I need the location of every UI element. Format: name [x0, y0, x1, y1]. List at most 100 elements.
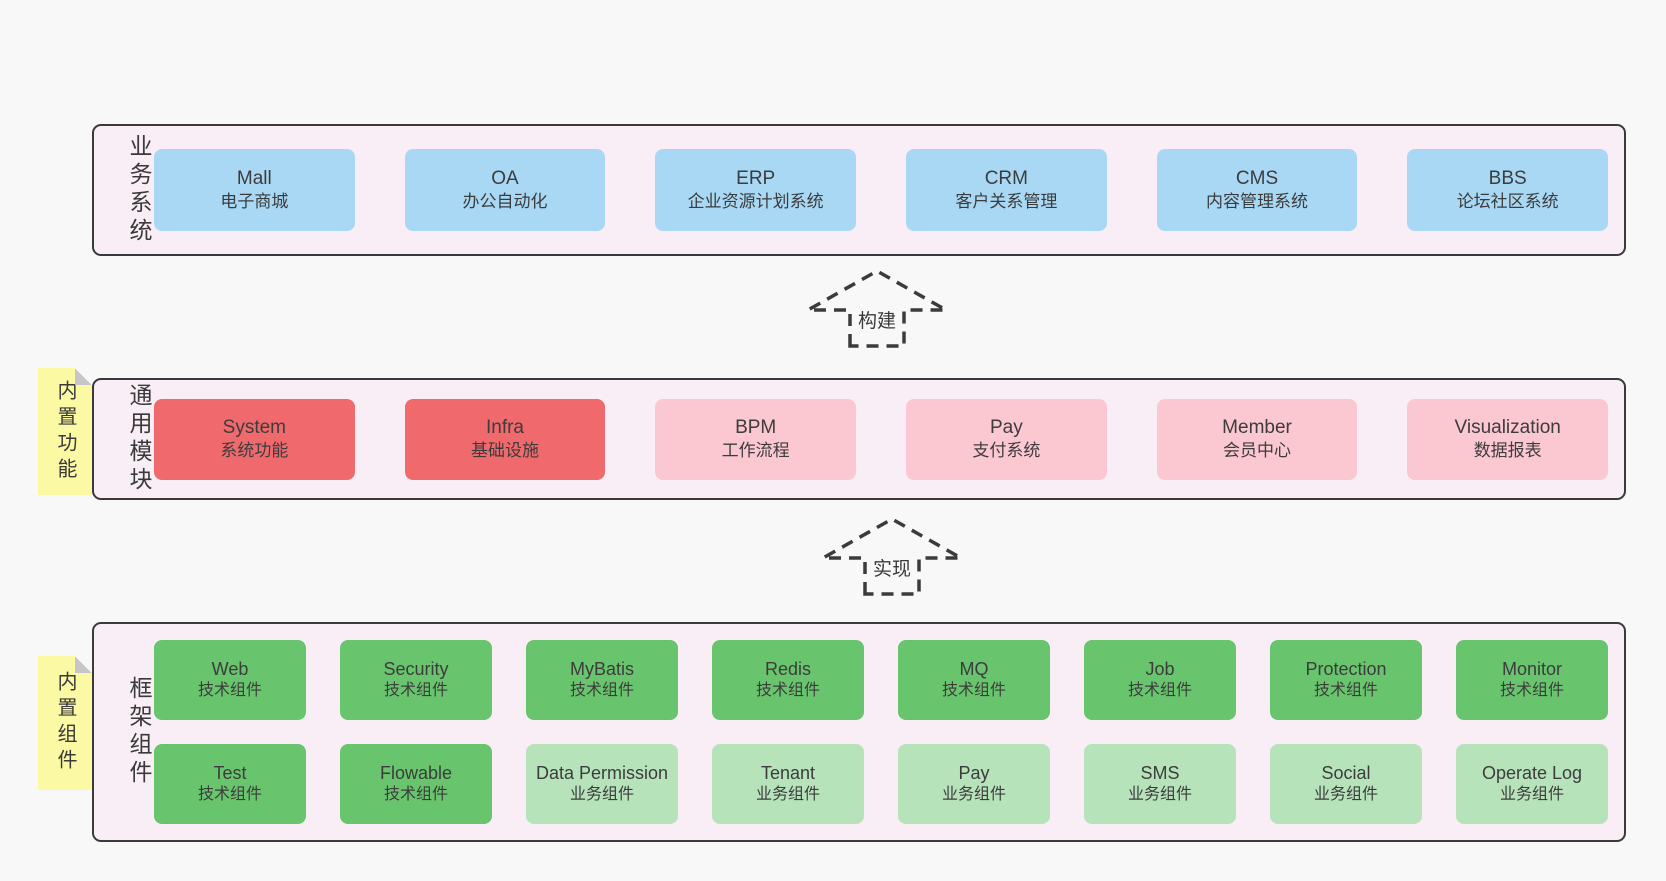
box-sms: SMS 业务组件: [1084, 744, 1236, 824]
box-redis: Redis 技术组件: [712, 640, 864, 720]
build-arrow-label: 构建: [854, 306, 900, 333]
folded-corner: [75, 368, 92, 385]
box-title: Data Permission: [535, 763, 669, 784]
box-mall: Mall 电子商城: [154, 149, 355, 231]
box-title: Tenant: [760, 763, 816, 784]
box-title: Redis: [764, 659, 812, 680]
panel-common-modules: 通用模块 System 系统功能 Infra 基础设施 BPM 工作流程 Pay…: [92, 378, 1626, 500]
box-pay: Pay 支付系统: [906, 398, 1107, 480]
implement-arrow-label: 实现: [869, 554, 915, 581]
sticky-note-label: 内置功能: [54, 379, 76, 484]
box-subtitle: 企业资源计划系统: [687, 192, 824, 212]
box-subtitle: 基础设施: [471, 441, 539, 461]
box-title: MyBatis: [569, 659, 634, 680]
box-subtitle: 技术组件: [941, 682, 1006, 700]
box-title: ERP: [736, 167, 776, 189]
panel-framework-components: 框架组件 Web 技术组件 Security 技术组件 MyBatis 技术组件…: [92, 622, 1626, 842]
box-title: Social: [1321, 763, 1371, 784]
common-modules-row: System 系统功能 Infra 基础设施 BPM 工作流程 Pay 支付系统…: [154, 380, 1609, 498]
box-title: Pay: [989, 416, 1023, 438]
box-protection: Protection 技术组件: [1270, 640, 1422, 720]
implement-arrow-icon: 实现: [817, 516, 967, 596]
box-title: SMS: [1140, 763, 1180, 784]
box-subtitle: 电子商城: [220, 192, 289, 212]
box-title: OA: [491, 167, 519, 189]
box-title: MQ: [959, 659, 989, 680]
box-title: Monitor: [1501, 659, 1563, 680]
box-title: BBS: [1488, 167, 1527, 189]
box-title: CRM: [984, 167, 1028, 189]
box-flowable: Flowable 技术组件: [340, 744, 492, 824]
box-title: Web: [211, 659, 249, 680]
box-subtitle: 业务组件: [1313, 786, 1378, 804]
box-subtitle: 系统功能: [220, 441, 289, 461]
panel-business-systems-label: 业务系统: [126, 134, 152, 246]
box-bbs: BBS 论坛社区系统: [1407, 149, 1609, 231]
box-member: Member 会员中心: [1156, 398, 1358, 480]
box-subtitle: 技术组件: [569, 682, 634, 700]
framework-components-grid: Web 技术组件 Security 技术组件 MyBatis 技术组件 Redi…: [154, 624, 1608, 840]
box-visualization: Visualization 数据报表: [1407, 398, 1609, 480]
box-title: CMS: [1235, 167, 1279, 189]
box-subtitle: 客户关系管理: [955, 192, 1058, 212]
box-mybatis: MyBatis 技术组件: [526, 640, 678, 720]
box-subtitle: 会员中心: [1223, 441, 1292, 461]
sticky-note-built-in-components: 内置组件: [38, 656, 92, 790]
box-mq: MQ 技术组件: [898, 640, 1050, 720]
box-cms: CMS 内容管理系统: [1156, 149, 1358, 231]
box-subtitle: 办公自动化: [462, 192, 548, 212]
box-title: Flowable: [379, 763, 453, 784]
box-title: Pay: [958, 763, 990, 784]
box-subtitle: 论坛社区系统: [1456, 192, 1559, 212]
panel-framework-components-label: 框架组件: [126, 676, 152, 788]
box-title: Infra: [485, 416, 525, 438]
box-title: BPM: [735, 416, 777, 438]
box-operate-log: Operate Log 业务组件: [1456, 744, 1608, 824]
box-bpm: BPM 工作流程: [655, 398, 857, 480]
box-subtitle: 技术组件: [383, 786, 448, 804]
box-web: Web 技术组件: [154, 640, 306, 720]
box-subtitle: 支付系统: [972, 441, 1041, 461]
box-subtitle: 业务组件: [569, 786, 634, 804]
box-title: Operate Log: [1481, 763, 1583, 784]
box-title: Job: [1145, 659, 1175, 680]
box-security: Security 技术组件: [340, 640, 492, 720]
box-test: Test 技术组件: [154, 744, 306, 824]
box-subtitle: 业务组件: [1127, 786, 1192, 804]
box-title: Protection: [1305, 659, 1387, 680]
sticky-note-label: 内置组件: [54, 671, 76, 775]
box-subtitle: 技术组件: [197, 786, 262, 804]
box-social: Social 业务组件: [1270, 744, 1422, 824]
box-subtitle: 技术组件: [1499, 682, 1564, 700]
box-subtitle: 业务组件: [941, 786, 1006, 804]
box-data-permission: Data Permission 业务组件: [526, 744, 678, 824]
box-title: Visualization: [1454, 416, 1561, 438]
box-title: Mall: [236, 167, 272, 189]
box-subtitle: 技术组件: [1313, 682, 1378, 700]
sticky-note-built-in-features: 内置功能: [38, 368, 92, 495]
business-systems-row: Mall 电子商城 OA 办公自动化 ERP 企业资源计划系统 CRM 客户关系…: [154, 126, 1609, 254]
box-infra: Infra 基础设施: [404, 398, 606, 480]
build-arrow-icon: 构建: [802, 268, 952, 348]
box-subtitle: 技术组件: [755, 682, 820, 700]
box-erp: ERP 企业资源计划系统: [655, 149, 857, 231]
framework-components-row-2: Test 技术组件 Flowable 技术组件 Data Permission …: [154, 744, 1608, 824]
box-subtitle: 内容管理系统: [1206, 192, 1309, 212]
box-subtitle: 技术组件: [1127, 682, 1192, 700]
box-tenant: Tenant 业务组件: [712, 744, 864, 824]
box-system: System 系统功能: [154, 398, 355, 480]
box-subtitle: 工作流程: [721, 441, 790, 461]
folded-corner: [75, 656, 92, 673]
box-subtitle: 业务组件: [1499, 786, 1564, 804]
box-subtitle: 数据报表: [1473, 441, 1542, 461]
box-subtitle: 业务组件: [755, 786, 820, 804]
box-job: Job 技术组件: [1084, 640, 1236, 720]
framework-components-row-1: Web 技术组件 Security 技术组件 MyBatis 技术组件 Redi…: [154, 640, 1608, 720]
box-crm: CRM 客户关系管理: [906, 149, 1107, 231]
box-oa: OA 办公自动化: [404, 149, 606, 231]
box-monitor: Monitor 技术组件: [1456, 640, 1608, 720]
panel-common-modules-label: 通用模块: [126, 383, 152, 495]
box-title: Security: [383, 659, 449, 680]
panel-business-systems: 业务系统 Mall 电子商城 OA 办公自动化 ERP 企业资源计划系统 CRM…: [92, 124, 1626, 256]
